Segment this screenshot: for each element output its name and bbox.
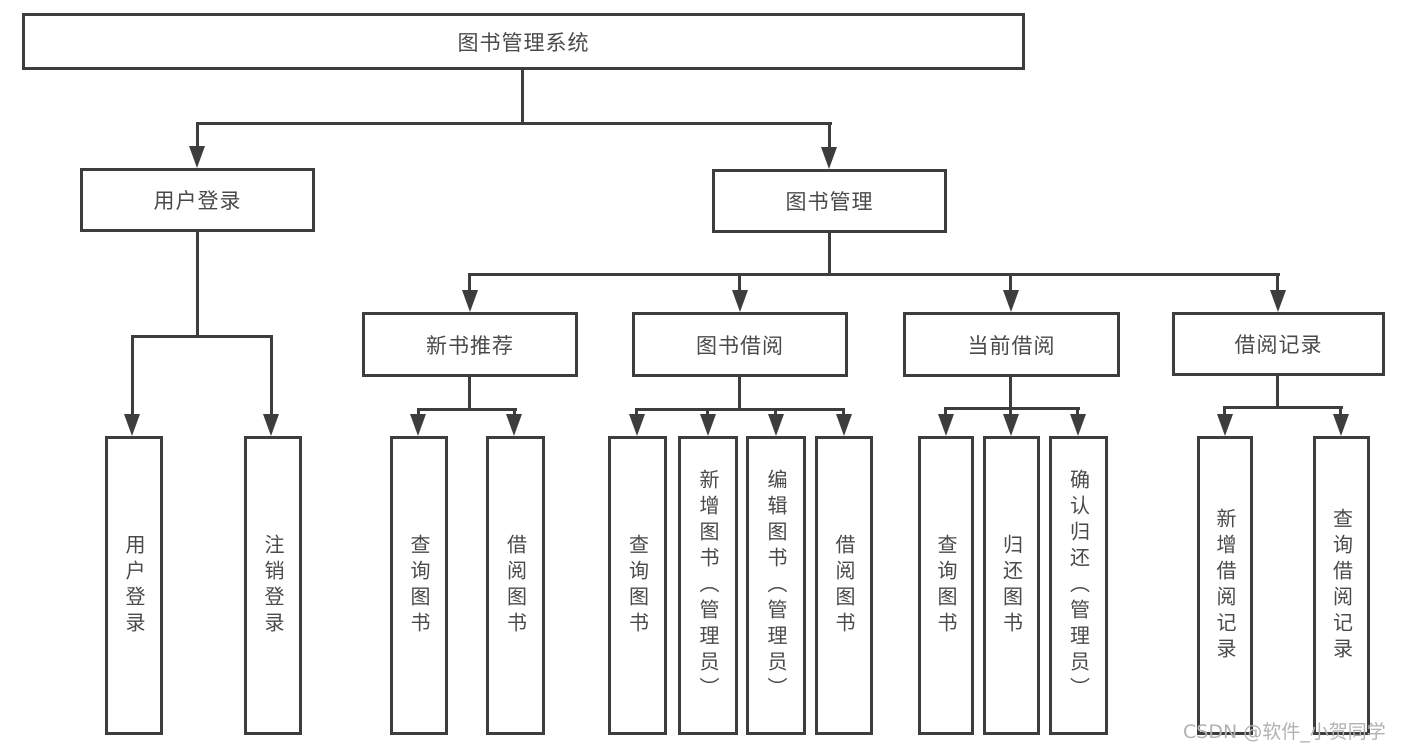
leaf-logout-label: 注销登录 xyxy=(261,533,285,638)
connector-line xyxy=(418,408,517,411)
connector-line xyxy=(1076,407,1079,418)
arrowhead-down-icon xyxy=(410,414,426,436)
leaf-recommend-query-book: 查询图书 xyxy=(390,436,448,735)
connector-line xyxy=(468,273,471,293)
arrowhead-down-icon xyxy=(1333,414,1349,436)
leaf-recommend-query-book-label: 查询图书 xyxy=(407,533,431,638)
leaf-add-borrow-record: 新增借阅记录 xyxy=(1197,436,1253,735)
connector-line xyxy=(131,335,272,338)
leaf-borrow-query-book-label: 查询图书 xyxy=(625,533,650,638)
arrowhead-down-icon xyxy=(732,290,748,312)
leaf-return-book-label: 归还图书 xyxy=(999,533,1024,638)
connector-line xyxy=(636,408,845,411)
connector-line xyxy=(945,407,1080,410)
connector-line xyxy=(198,122,832,125)
connector-line xyxy=(828,122,831,151)
connector-line xyxy=(1339,406,1342,418)
leaf-add-book-admin-label: 新增图书（管理员） xyxy=(696,468,720,703)
arrowhead-down-icon xyxy=(768,414,784,436)
leaf-query-borrow-record-label: 查询借阅记录 xyxy=(1329,507,1354,664)
node-book-management: 图书管理 xyxy=(712,169,947,233)
leaf-edit-book-admin: 编辑图书（管理员） xyxy=(746,436,806,735)
connector-line xyxy=(196,122,199,150)
node-current-borrow-label: 当前借阅 xyxy=(967,333,1056,358)
node-user-login-label: 用户登录 xyxy=(153,189,242,213)
connector-line xyxy=(417,408,420,418)
arrowhead-down-icon xyxy=(462,290,478,312)
connector-line xyxy=(131,335,134,418)
arrowhead-down-icon xyxy=(821,147,837,169)
leaf-recommend-borrow-book-label: 借阅图书 xyxy=(503,533,528,638)
leaf-borrow-borrow-book-label: 借阅图书 xyxy=(832,533,856,638)
connector-line xyxy=(738,273,741,293)
leaf-logout: 注销登录 xyxy=(244,436,302,735)
connector-line xyxy=(513,408,516,418)
connector-line xyxy=(1224,406,1343,409)
arrowhead-down-icon xyxy=(1270,290,1286,312)
node-root-label: 图书管理系统 xyxy=(457,30,590,55)
leaf-query-borrow-record: 查询借阅记录 xyxy=(1313,436,1370,735)
connector-line xyxy=(944,407,947,418)
connector-line xyxy=(738,377,741,408)
leaf-add-book-admin: 新增图书（管理员） xyxy=(678,436,738,735)
connector-line xyxy=(196,232,199,335)
connector-line xyxy=(1009,407,1012,418)
node-user-login: 用户登录 xyxy=(80,168,315,232)
leaf-borrow-borrow-book: 借阅图书 xyxy=(815,436,873,735)
leaf-current-query-book: 查询图书 xyxy=(918,436,974,735)
arrowhead-down-icon xyxy=(1003,290,1019,312)
node-borrow-record: 借阅记录 xyxy=(1172,312,1385,376)
arrowhead-down-icon xyxy=(124,414,140,436)
leaf-edit-book-admin-label: 编辑图书（管理员） xyxy=(764,468,788,703)
connector-line xyxy=(468,377,471,408)
leaf-add-borrow-record-label: 新增借阅记录 xyxy=(1213,507,1237,664)
connector-line xyxy=(774,408,777,418)
connector-line xyxy=(521,70,524,122)
arrowhead-down-icon xyxy=(1070,414,1086,436)
node-new-book-recommend: 新书推荐 xyxy=(362,312,578,377)
node-borrow-record-label: 借阅记录 xyxy=(1234,333,1323,357)
leaf-recommend-borrow-book: 借阅图书 xyxy=(486,436,545,735)
arrowhead-down-icon xyxy=(263,414,279,436)
arrowhead-down-icon xyxy=(700,414,716,436)
connector-line xyxy=(706,408,709,418)
connector-line xyxy=(270,335,273,418)
connector-line xyxy=(1276,376,1279,406)
connector-line xyxy=(828,233,831,273)
connector-line xyxy=(1223,406,1226,418)
node-book-borrow: 图书借阅 xyxy=(632,312,848,377)
leaf-current-query-book-label: 查询图书 xyxy=(934,533,958,638)
node-root: 图书管理系统 xyxy=(22,13,1025,70)
leaf-confirm-return-admin: 确认归还（管理员） xyxy=(1049,436,1108,735)
leaf-return-book: 归还图书 xyxy=(983,436,1040,735)
arrowhead-down-icon xyxy=(189,146,205,168)
leaf-user-login: 用户登录 xyxy=(105,436,163,735)
arrowhead-down-icon xyxy=(938,414,954,436)
arrowhead-down-icon xyxy=(1217,414,1233,436)
connector-line xyxy=(469,273,1280,276)
arrowhead-down-icon xyxy=(506,414,522,436)
leaf-borrow-query-book: 查询图书 xyxy=(608,436,667,735)
connector-line xyxy=(1009,273,1012,293)
node-book-management-label: 图书管理 xyxy=(785,190,874,214)
csdn-watermark: CSDN @软件_小贺同学 xyxy=(1183,721,1386,743)
connector-line xyxy=(635,408,638,418)
arrowhead-down-icon xyxy=(629,414,645,436)
connector-line xyxy=(842,408,845,418)
leaf-confirm-return-admin-label: 确认归还（管理员） xyxy=(1066,468,1091,703)
arrowhead-down-icon xyxy=(836,414,852,436)
node-new-book-recommend-label: 新书推荐 xyxy=(426,333,514,358)
node-book-borrow-label: 图书借阅 xyxy=(696,333,784,358)
connector-line xyxy=(1009,377,1012,407)
node-current-borrow: 当前借阅 xyxy=(903,312,1120,377)
connector-line xyxy=(1276,273,1279,293)
arrowhead-down-icon xyxy=(1003,414,1019,436)
leaf-user-login-label: 用户登录 xyxy=(122,533,146,638)
